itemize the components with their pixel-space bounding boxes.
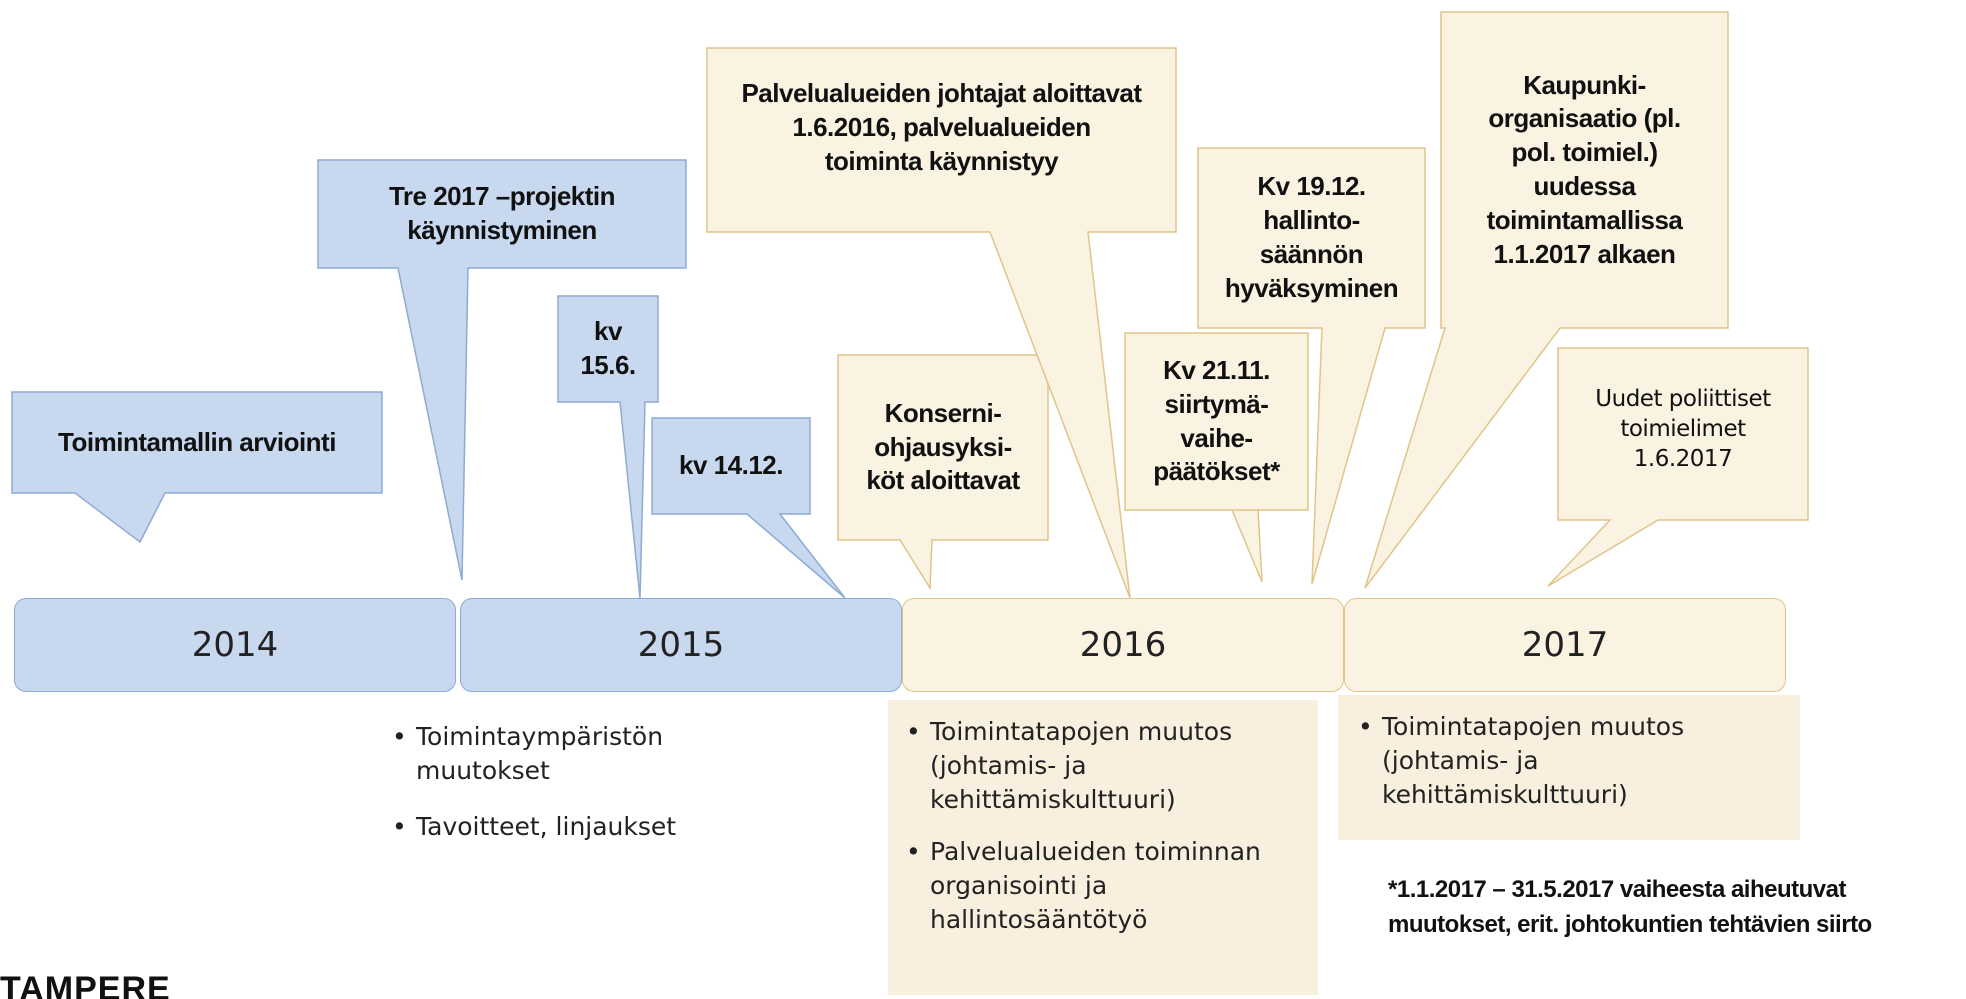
callout-kv1412-text: kv 14.12.	[679, 450, 783, 481]
year-2017: 2017	[1344, 598, 1786, 692]
callout-kv1412-shape	[651, 417, 846, 599]
bullet-item: Toimintatapojen muutos (johtamis- ja keh…	[906, 715, 1306, 817]
bullet-item: Tavoitteet, linjaukset	[392, 810, 752, 844]
callout-arviointi-shape	[11, 391, 383, 544]
year-2014: 2014	[14, 598, 456, 692]
callout-konserni-text: Konserni- ohjausyksi- köt aloittavat	[866, 397, 1020, 496]
bullets-2017: Toimintatapojen muutos (johtamis- ja keh…	[1358, 710, 1758, 812]
callout-konserni-shape	[837, 354, 1049, 591]
bullet-item: Toimintaympäristön muutokset	[392, 720, 752, 788]
bullets-2016: Toimintatapojen muutos (johtamis- ja keh…	[906, 715, 1306, 937]
bullet-item: Palvelualueiden toiminnan organisointi j…	[906, 835, 1306, 937]
callout-kaupunki-text: Kaupunki- organisaatio (pl. pol. toimiel…	[1486, 69, 1683, 269]
year-2016: 2016	[902, 598, 1344, 692]
callout-tre2017-text: Tre 2017 –projektin käynnistyminen	[388, 181, 616, 245]
callout-kv1912-shape	[1197, 147, 1426, 585]
callout-uudet-text: Uudet poliittiset toimielimet 1.6.2017	[1595, 386, 1771, 472]
callout-palvelualueet-shape	[706, 47, 1177, 599]
callout-kv1912-text: Kv 19.12. hallinto- säännön hyväksyminen	[1224, 171, 1399, 303]
callout-kaupunki-shape	[1364, 11, 1729, 589]
tampere-logo: TAMPERE	[0, 970, 171, 999]
callout-arviointi-text: Toimintamallin arviointi	[58, 426, 336, 457]
callout-kv156-shape	[557, 295, 659, 599]
callout-kv2111-text: Kv 21.11. siirtymä- vaihe- päätökset*	[1153, 354, 1280, 487]
callout-tre2017-shape	[317, 159, 687, 581]
bullets-2015: Toimintaympäristön muutokset Tavoitteet,…	[392, 720, 752, 844]
year-2015: 2015	[460, 598, 902, 692]
callout-uudet-shape	[1547, 347, 1809, 587]
bullet-item: Toimintatapojen muutos (johtamis- ja keh…	[1358, 710, 1758, 812]
callout-kv2111-shape	[1124, 332, 1309, 583]
footnote: *1.1.2017 – 31.5.2017 vaiheesta aiheutuv…	[1388, 876, 1872, 938]
callout-kv156-text: kv 15.6.	[580, 316, 636, 380]
callout-palvelualueet-text: Palvelualueiden johtajat aloittavat 1.6.…	[741, 78, 1142, 176]
